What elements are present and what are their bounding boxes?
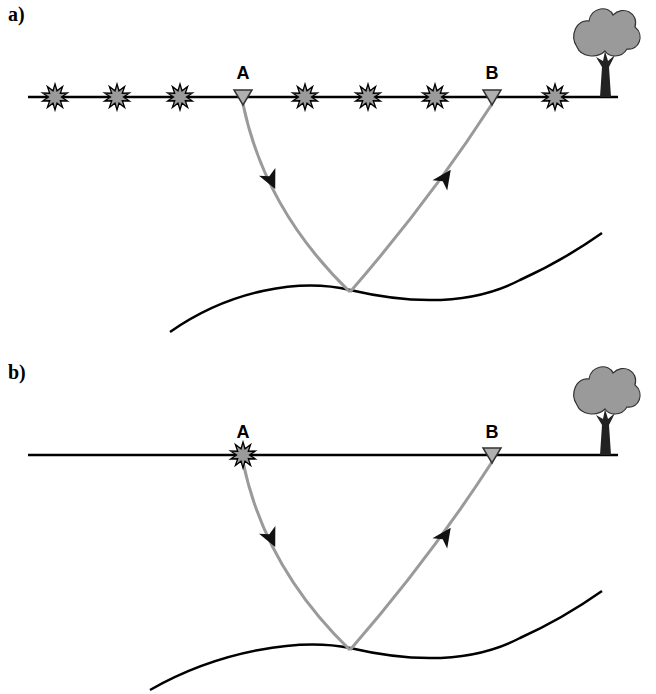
ray-path xyxy=(350,462,492,650)
panel-b xyxy=(28,367,640,690)
ground-surface xyxy=(28,454,618,457)
source-star xyxy=(168,84,193,110)
ray-path xyxy=(350,104,492,292)
source-star xyxy=(356,84,381,110)
arrowhead xyxy=(259,168,283,193)
station-label: B xyxy=(486,64,499,82)
source-star xyxy=(543,84,568,110)
panel-a xyxy=(28,9,640,332)
tree xyxy=(574,367,640,455)
source-star xyxy=(105,84,130,110)
station-label: A xyxy=(237,64,250,82)
station-label: A xyxy=(237,423,250,441)
source-star xyxy=(423,84,448,110)
tree xyxy=(574,9,640,97)
arrowhead xyxy=(259,526,283,551)
receiver-triangle xyxy=(234,90,252,105)
receiver-triangle xyxy=(483,448,501,463)
arrowhead xyxy=(432,523,458,549)
arrowhead xyxy=(432,165,458,191)
source-star xyxy=(43,84,68,110)
source-star xyxy=(231,442,256,468)
ray-path xyxy=(243,462,350,650)
reflector xyxy=(150,591,602,690)
panel-label: b) xyxy=(8,362,26,382)
station-label: B xyxy=(486,423,499,441)
source-star xyxy=(293,84,318,110)
panel-label: a) xyxy=(8,4,25,24)
receiver-triangle xyxy=(483,90,501,105)
ray-path xyxy=(243,104,350,292)
